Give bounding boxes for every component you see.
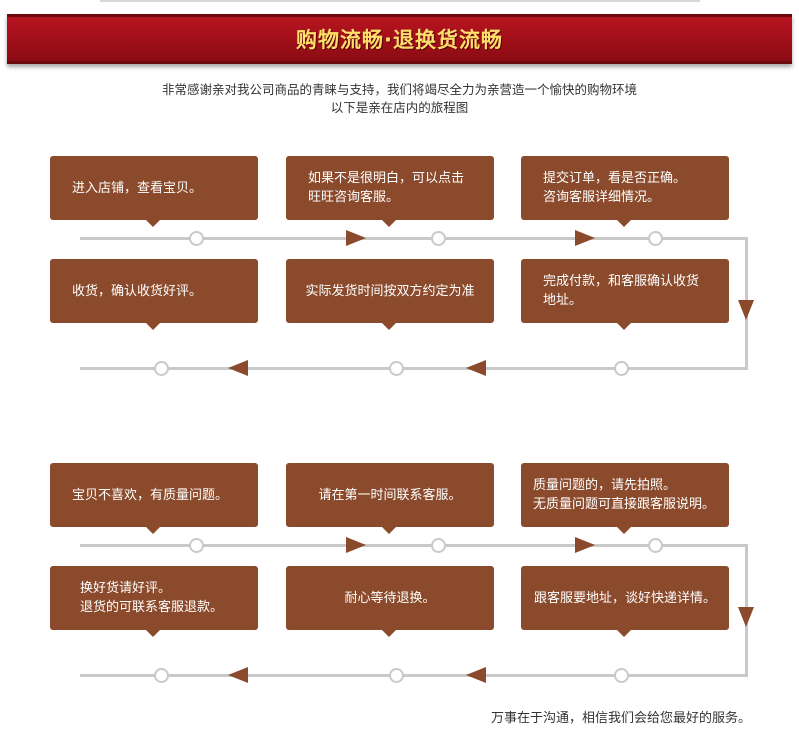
step-box: 实际发货时间按双方约定为准 (286, 259, 494, 330)
intro-line-1: 非常感谢亲对我公司商品的青睐与支持，我们将竭尽全力为亲营造一个愉快的购物环境 (161, 82, 637, 97)
intro-line-2: 以下是亲在店内的旅程图 (330, 100, 469, 115)
step-box: 换好货请好评。 退货的可联系客服退款。 (50, 566, 258, 637)
step-text: 收货，确认收货好评。 (72, 283, 203, 299)
arrow-left-icon (466, 360, 486, 376)
step-box: 请在第一时间联系客服。 (286, 463, 494, 534)
circle-node-icon (189, 538, 204, 553)
arrow-down-icon (738, 300, 754, 320)
step-text: 质量问题的，请先拍照。 无质量问题可直接跟客服说明。 (533, 478, 716, 512)
circle-node-icon (154, 361, 169, 376)
step-text: 提交订单，看是否正确。 咨询客服详细情况。 (543, 171, 687, 205)
step-box: 质量问题的，请先拍照。 无质量问题可直接跟客服说明。 (521, 463, 729, 534)
circle-node-icon (189, 231, 204, 246)
step-text: 如果不是很明白，可以点击 旺旺咨询客服。 (308, 171, 465, 205)
arrow-down-icon (738, 607, 754, 627)
circle-node-icon (648, 538, 663, 553)
circle-node-icon (431, 231, 446, 246)
step-text: 进入店铺，查看宝贝。 (72, 180, 203, 196)
arrow-right-icon (346, 537, 366, 553)
step-text: 跟客服要地址，谈好快递详情。 (533, 590, 716, 606)
circle-node-icon (154, 668, 169, 683)
step-text: 实际发货时间按双方约定为准 (305, 283, 475, 299)
step-box: 提交订单，看是否正确。 咨询客服详细情况。 (521, 156, 729, 227)
step-text: 换好货请好评。 退货的可联系客服退款。 (80, 581, 224, 615)
arrow-right-icon (346, 230, 366, 246)
circle-node-icon (648, 231, 663, 246)
arrow-left-icon (228, 360, 248, 376)
circle-node-icon (389, 361, 404, 376)
arrow-right-icon (575, 537, 595, 553)
banner-title: 购物流畅·退换货流畅 (296, 28, 503, 52)
arrow-right-icon (575, 230, 595, 246)
step-text: 耐心等待退换。 (344, 590, 436, 606)
step-text: 完成付款，和客服确认收货 地址。 (543, 274, 700, 308)
circle-node-icon (389, 668, 404, 683)
step-box: 宝贝不喜欢，有质量问题。 (50, 463, 258, 534)
top-divider (100, 0, 700, 2)
header-banner: 购物流畅·退换货流畅 (7, 14, 792, 64)
flow-line (80, 674, 748, 677)
circle-node-icon (614, 361, 629, 376)
step-text: 宝贝不喜欢，有质量问题。 (72, 487, 229, 503)
step-box: 耐心等待退换。 (286, 566, 494, 637)
circle-node-icon (614, 668, 629, 683)
step-box: 收货，确认收货好评。 (50, 259, 258, 330)
arrow-left-icon (466, 667, 486, 683)
step-box: 跟客服要地址，谈好快递详情。 (521, 566, 729, 637)
footer-note: 万事在于沟通，相信我们会给您最好的服务。 (490, 711, 751, 726)
flow-line (80, 544, 748, 547)
step-box: 完成付款，和客服确认收货 地址。 (521, 259, 729, 330)
circle-node-icon (431, 538, 446, 553)
flow-line (80, 237, 748, 240)
step-box: 进入店铺，查看宝贝。 (50, 156, 258, 227)
flow-line (80, 367, 748, 370)
step-text: 请在第一时间联系客服。 (318, 487, 462, 503)
step-box: 如果不是很明白，可以点击 旺旺咨询客服。 (286, 156, 494, 227)
arrow-left-icon (228, 667, 248, 683)
